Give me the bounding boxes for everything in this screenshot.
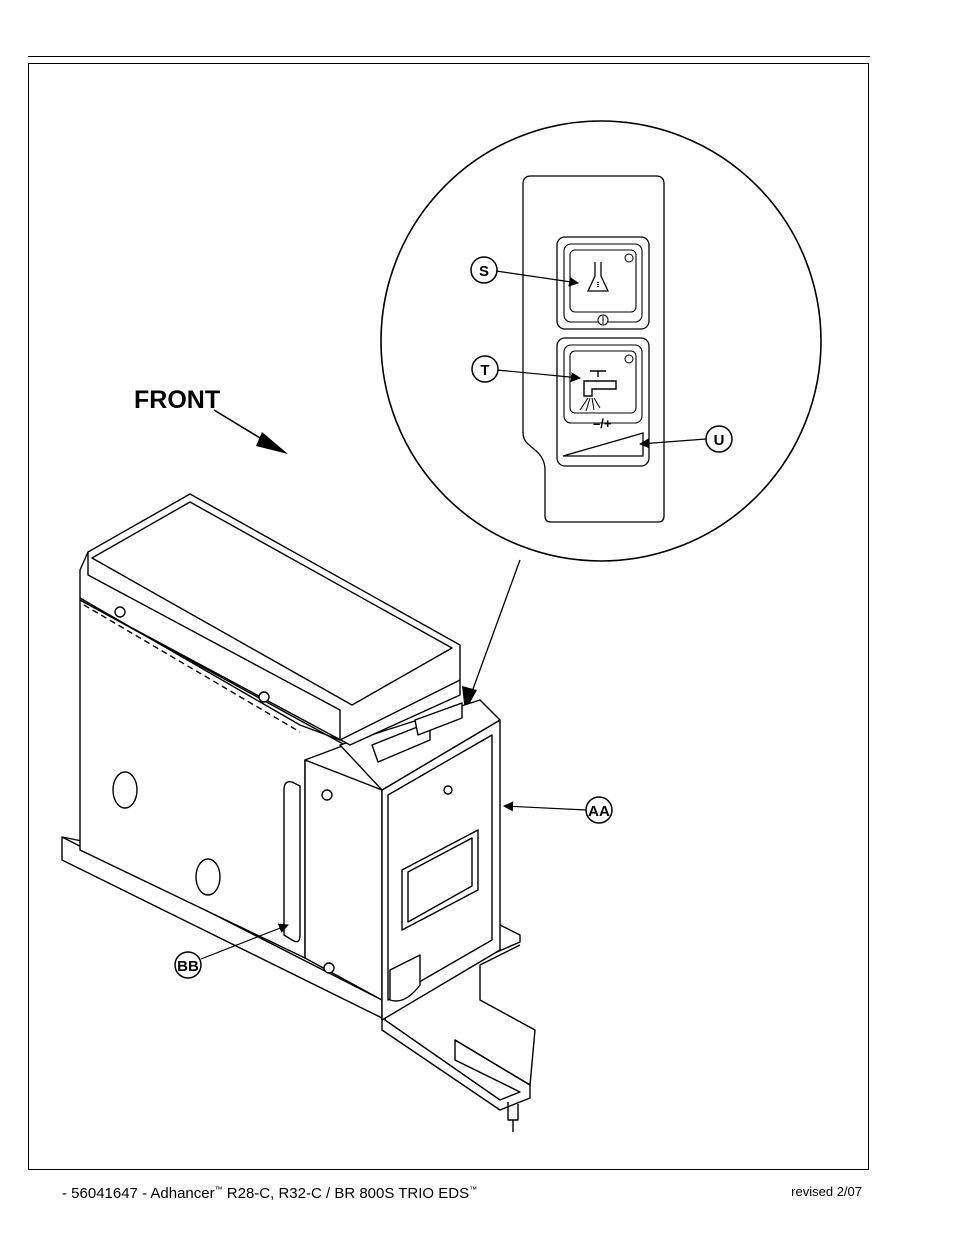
callout-aa-label: AA bbox=[588, 803, 610, 820]
water-flow-button: –/+ bbox=[556, 337, 650, 467]
footer-models: R28-C, R32-C / BR 800S TRIO EDS bbox=[222, 1185, 470, 1202]
footer-revision: revised 2/07 bbox=[791, 1184, 862, 1199]
callout-s: S bbox=[470, 256, 579, 287]
callout-bb: BB bbox=[174, 923, 289, 979]
callout-bb-label: BB bbox=[177, 958, 199, 975]
figure-frame bbox=[28, 63, 869, 1170]
callout-aa: AA bbox=[503, 796, 613, 824]
front-label: FRONT bbox=[134, 386, 220, 414]
adhancer-unit bbox=[61, 493, 536, 1132]
faucet-icon bbox=[579, 370, 617, 412]
callout-t-label: T bbox=[480, 362, 489, 379]
detail-leader bbox=[462, 559, 521, 712]
plus-minus-label: –/+ bbox=[593, 416, 612, 431]
footer-part-number: - 56041647 - Adhancer bbox=[62, 1185, 215, 1202]
callout-t: T bbox=[471, 355, 581, 383]
front-arrow bbox=[213, 409, 288, 454]
bottle-icon bbox=[586, 262, 610, 292]
footer-document-title: - 56041647 - Adhancer™ R28-C, R32-C / BR… bbox=[62, 1185, 477, 1202]
header-rule bbox=[28, 56, 870, 57]
footer-trademark: ™ bbox=[214, 1185, 223, 1194]
detergent-button bbox=[556, 236, 650, 330]
footer-trademark-2: ™ bbox=[469, 1185, 478, 1194]
callout-s-label: S bbox=[479, 263, 489, 280]
callout-u-label: U bbox=[714, 432, 725, 449]
callout-u: U bbox=[639, 425, 733, 453]
detail-magnifier: –/+ bbox=[380, 120, 822, 562]
